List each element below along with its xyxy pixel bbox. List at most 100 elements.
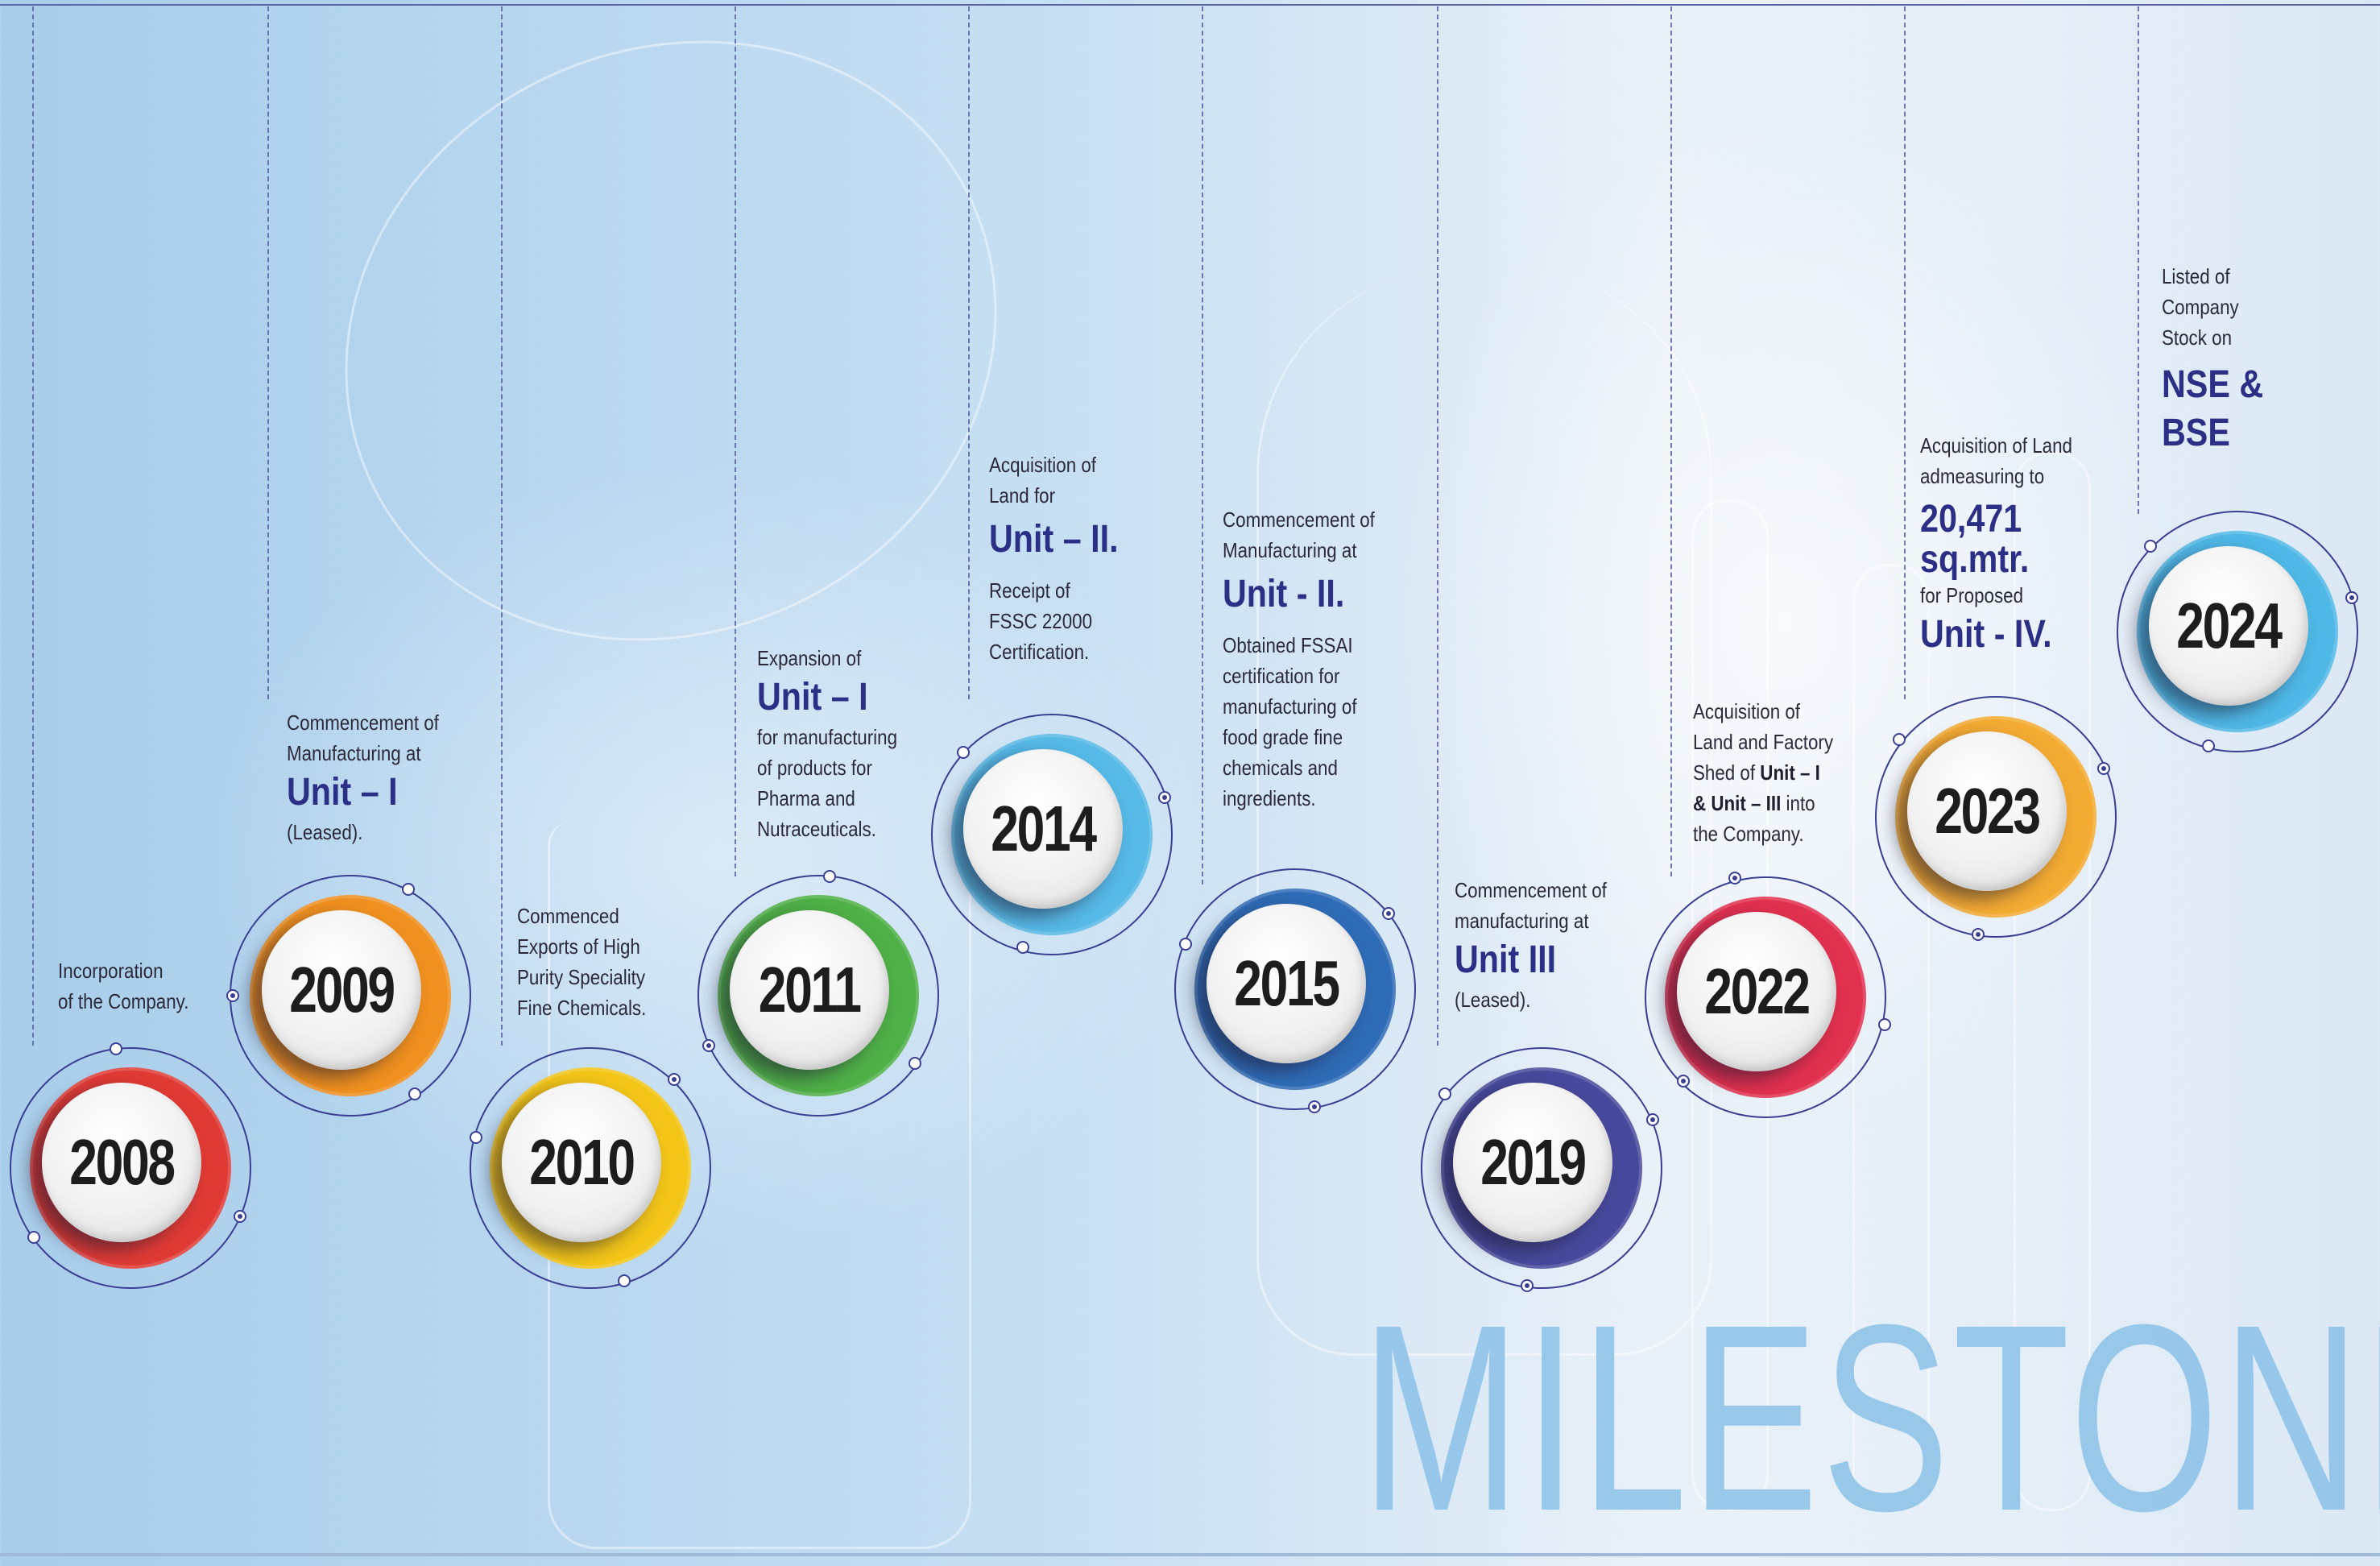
orbit-dot [1438, 1088, 1451, 1100]
orbit-dot [226, 989, 239, 1002]
year-disc: 2024 [2149, 546, 2308, 706]
timeline-guide [1437, 6, 1438, 1046]
timeline-guide [1670, 6, 1672, 876]
milestone-2023-text: Acquisition of Land admeasuring to 20,471… [1920, 430, 2072, 659]
year-disc: 2023 [1907, 731, 2067, 891]
orbit-ring [1174, 868, 1416, 1110]
milestone-2010: 2010 [470, 1047, 711, 1289]
milestone-2015: 2015 [1174, 868, 1416, 1113]
orbit-dot [1521, 1279, 1534, 1292]
orbit-ring [1645, 876, 1886, 1118]
text-line: (Leased). [287, 820, 363, 844]
year-disc: 2010 [502, 1083, 661, 1242]
unit-highlight: Unit – I [757, 676, 868, 719]
timeline-guide [267, 6, 269, 699]
year-label: 2019 [1480, 1126, 1587, 1198]
orbit-dot [402, 883, 415, 896]
bottom-rule [0, 1553, 2380, 1556]
unit-highlight: Unit - IV. [1920, 613, 2052, 656]
orbit-ring [1875, 696, 2117, 938]
orbit-dot [909, 1057, 921, 1070]
year-disc: 2011 [730, 910, 889, 1070]
exchange-highlight: NSE & BSE [2162, 363, 2264, 454]
text-line: (Leased). [1455, 988, 1531, 1012]
orbit-dot [2097, 762, 2110, 775]
timeline-guide [32, 6, 34, 1046]
top-rule [0, 4, 2380, 6]
orbit-dot [27, 1231, 40, 1244]
year-label: 2014 [991, 793, 1097, 864]
timeline-guide [1202, 6, 1203, 884]
year-label: 2009 [289, 954, 395, 1025]
timeline-guide [2138, 6, 2139, 514]
milestone-2019: 2019 [1421, 1047, 1662, 1292]
timeline-guide [501, 6, 503, 1046]
text-line: Acquisition of Land for [989, 453, 1097, 508]
text-line: for manufacturing of products for Pharma… [757, 725, 898, 841]
milestone-2010-text: Commenced Exports of High Purity Special… [517, 904, 647, 1020]
orbit-dot [1646, 1113, 1659, 1126]
timeline-guide [968, 6, 970, 699]
milestone-2022: 2022 [1645, 872, 1891, 1118]
orbit-dot [470, 1131, 482, 1144]
timeline-guide [735, 6, 736, 876]
orbit-dot [2144, 540, 2157, 553]
orbit-ring [10, 1047, 251, 1289]
milestone-2011-text: Expansion of Unit – I for manufacturing of… [757, 643, 897, 844]
unit-highlight: Unit - II. [1223, 573, 1345, 615]
unit-highlight: Unit – II. [989, 518, 1119, 561]
orbit-dot [1016, 941, 1029, 954]
milestone-2024: 2024 [2117, 511, 2358, 752]
unit-bold: Unit – I [1760, 760, 1820, 785]
orbit-dot [1677, 1075, 1690, 1088]
unit-bold: & Unit – III [1693, 791, 1782, 815]
unit-highlight: Unit – I [287, 771, 398, 814]
unit-highlight: Unit III [1455, 938, 1557, 981]
orbit-dot [618, 1274, 631, 1287]
milestone-2011: 2011 [697, 870, 939, 1116]
year-disc: 2014 [963, 749, 1123, 909]
milestone-2009: 2009 [226, 875, 471, 1116]
year-label: 2024 [2176, 590, 2283, 661]
milestone-watermark: MILESTONE [1361, 1269, 2380, 1566]
orbit-dot [1382, 907, 1395, 920]
orbit-dot [1893, 733, 1906, 746]
text-line: Expansion of [757, 646, 862, 670]
orbit-ring [697, 875, 939, 1116]
orbit-dot [408, 1088, 421, 1100]
orbit-dot [1728, 872, 1741, 884]
text-line: Obtained FSSAI certification for manufac… [1223, 633, 1357, 810]
year-label: 2022 [1704, 955, 1811, 1027]
orbit-dot [702, 1039, 715, 1052]
orbit-dot [823, 870, 836, 883]
text-line: for Proposed [1920, 583, 2024, 607]
orbit-dot [110, 1042, 122, 1055]
text-line: Acquisition of Land and Factory Shed of [1693, 699, 1834, 785]
area-highlight: 20,471 sq.mtr. [1920, 498, 2030, 581]
year-label: 2015 [1234, 947, 1340, 1019]
orbit-dot [1972, 928, 1985, 941]
orbit-dot [1179, 938, 1192, 951]
timeline-guide [1904, 6, 1906, 699]
text-line: into the Company. [1693, 791, 1815, 846]
text-line: Acquisition of Land admeasuring to [1920, 433, 2072, 488]
text-line: Receipt of FSSC 22000 Certification. [989, 578, 1093, 664]
orbit-dot [2345, 591, 2358, 604]
year-disc: 2019 [1453, 1083, 1612, 1242]
text-line: Commencement of Manufacturing at [287, 710, 439, 765]
text-line: Commencement of Manufacturing at [1223, 508, 1375, 562]
orbit-ring [2117, 511, 2358, 752]
milestone-2022-text: Acquisition of Land and Factory Shed of … [1693, 696, 1833, 849]
orbit-dot [1878, 1018, 1891, 1031]
year-disc: 2015 [1207, 904, 1366, 1063]
orbit-dot [1158, 791, 1171, 804]
year-label: 2023 [1935, 775, 2041, 847]
milestone-2009-text: Commencement of Manufacturing at Unit – I… [287, 707, 439, 847]
milestone-2014: 2014 [931, 714, 1173, 955]
year-label: 2008 [69, 1126, 176, 1198]
year-label: 2010 [529, 1126, 635, 1198]
year-disc: 2022 [1677, 912, 1836, 1071]
orbit-dot [957, 746, 970, 759]
milestone-2008: 2008 [10, 1042, 251, 1289]
